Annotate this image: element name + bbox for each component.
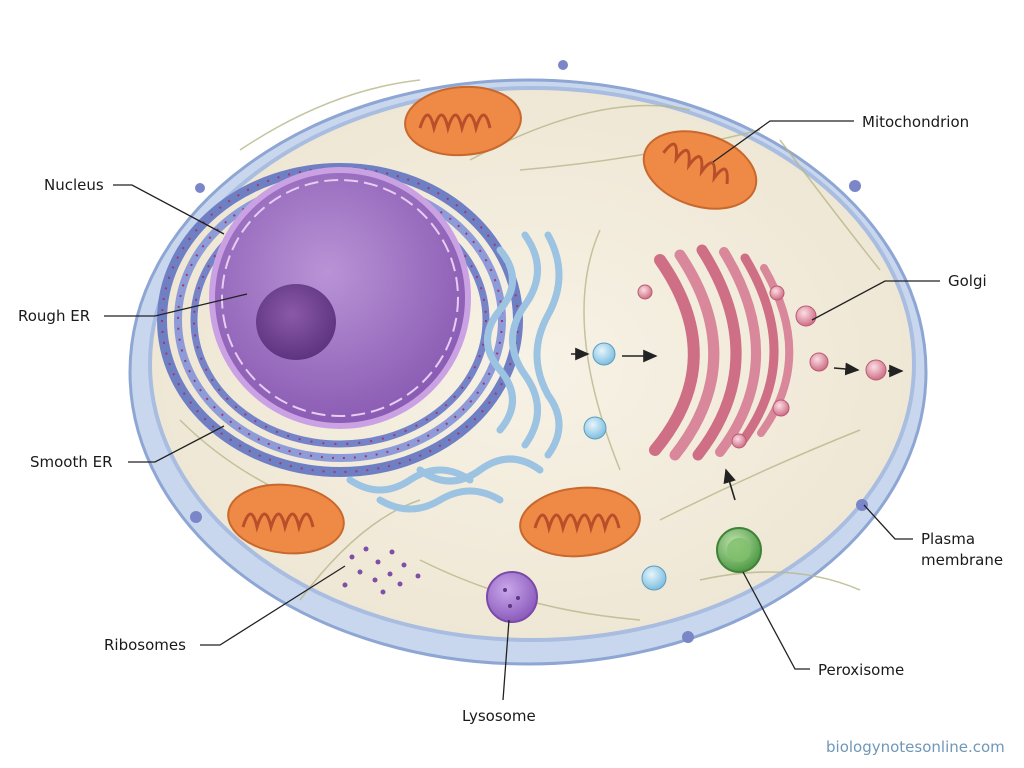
leader-smooth-er bbox=[128, 425, 225, 463]
cytoskeleton-filaments bbox=[179, 79, 881, 621]
transport-arrows bbox=[571, 347, 904, 501]
transport-vesicles bbox=[583, 342, 667, 591]
leader-plasma-membrane bbox=[863, 504, 913, 540]
label-golgi: Golgi bbox=[948, 272, 987, 290]
nucleus bbox=[209, 167, 471, 429]
label-smooth-er: Smooth ER bbox=[30, 453, 113, 471]
label-mitochondrion: Mitochondrion bbox=[862, 113, 970, 131]
leader-mitochondrion bbox=[712, 120, 854, 163]
leader-lines bbox=[104, 120, 940, 701]
mitochondrion-top bbox=[404, 85, 522, 157]
label-peroxisome: Peroxisome bbox=[818, 661, 905, 679]
label-plasma-membrane: Plasma membrane bbox=[921, 529, 1003, 571]
label-rough-er: Rough ER bbox=[18, 307, 91, 325]
smooth-er bbox=[346, 231, 563, 513]
watermark-text: biologynotesonline.com bbox=[826, 738, 1005, 756]
leader-rough-er bbox=[104, 293, 248, 317]
peroxisome bbox=[716, 527, 762, 573]
leader-peroxisome bbox=[742, 571, 810, 670]
mitochondrion-left bbox=[227, 483, 345, 555]
nucleolus bbox=[256, 284, 336, 360]
leader-golgi bbox=[811, 280, 940, 321]
label-nucleus: Nucleus bbox=[44, 176, 104, 194]
free-ribosomes bbox=[342, 546, 421, 595]
leader-lysosome bbox=[502, 619, 510, 701]
label-plasma-membrane-line2: membrane bbox=[921, 551, 1004, 569]
label-lysosome: Lysosome bbox=[462, 707, 536, 725]
golgi-apparatus bbox=[649, 244, 794, 461]
leader-nucleus bbox=[113, 184, 225, 235]
label-plasma-membrane-line1: Plasma bbox=[921, 530, 976, 548]
leader-ribosomes bbox=[200, 565, 346, 646]
mitochondrion-bottom bbox=[519, 486, 641, 558]
membrane-proteins bbox=[190, 60, 868, 643]
label-ribosomes: Ribosomes bbox=[104, 636, 186, 654]
golgi-vesicles bbox=[637, 284, 887, 449]
lysosome bbox=[486, 571, 538, 623]
